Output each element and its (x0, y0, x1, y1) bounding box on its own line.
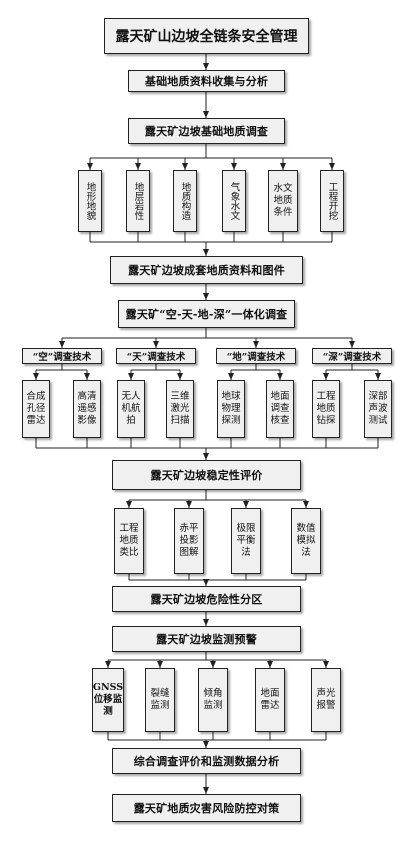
survey-item: 地形地貌 (78, 170, 102, 232)
step-monitoring-warning: 露天矿边坡监测预警 (112, 626, 301, 652)
step-hazard-zoning: 露天矿边坡危险性分区 (112, 586, 301, 612)
tech-item: 高清遥感影像 (73, 380, 101, 438)
survey-item: 气象水文 (222, 170, 246, 232)
step-geologic-data-collection: 基础地质资料收集与分析 (128, 70, 285, 92)
step-basic-geologic-survey: 露天矿边坡基础地质调查 (128, 118, 285, 144)
step-data-analysis: 综合调查评价和监测数据分析 (112, 748, 301, 774)
tech-item: 工程地质钻探 (312, 380, 340, 438)
eval-item: 工程地质类比 (114, 508, 144, 574)
monitor-item: 裂缝监测 (145, 668, 175, 732)
tech-header: “空”调查技术 (22, 348, 102, 364)
survey-item: 地质构造 (173, 170, 197, 232)
survey-item: 地层岩性 (126, 170, 150, 232)
tech-item: 深部声波测试 (364, 380, 392, 438)
tech-header: “深”调查技术 (312, 348, 392, 364)
eval-item: 数值模拟法 (291, 508, 321, 574)
monitor-item: 地面雷达 (255, 668, 285, 732)
tech-item: 合成孔径雷达 (22, 380, 50, 438)
tech-item: 地面调查核查 (266, 380, 294, 438)
step-geologic-data-maps: 露天矿边坡成套地质资料和图件 (110, 256, 303, 284)
tech-header: “天”调查技术 (116, 348, 196, 364)
tech-item: 地球物理探测 (217, 380, 245, 438)
monitor-item: 声光报警 (311, 668, 341, 732)
eval-item: 赤平投影图解 (174, 508, 204, 574)
step-integrated-survey: 露天矿“空-天-地-深”一体化调查 (118, 300, 295, 328)
step-risk-prevention: 露天矿地质灾害风险防控对策 (112, 794, 301, 822)
title-box: 露天矿山边坡全链条安全管理 (104, 18, 309, 54)
tech-item: 三维激光扫描 (166, 380, 194, 438)
eval-item: 极限平衡法 (231, 508, 261, 574)
tech-item: 无人机航拍 (117, 380, 145, 438)
monitor-item: 倾角监测 (198, 668, 228, 732)
tech-header: “地”调查技术 (216, 348, 296, 364)
survey-item: 水文地质条件 (268, 170, 298, 232)
monitor-item: GNSS位移监测 (92, 668, 124, 732)
step-stability-evaluation: 露天矿边坡稳定性评价 (112, 460, 301, 490)
survey-item: 工程开挖 (320, 170, 344, 232)
